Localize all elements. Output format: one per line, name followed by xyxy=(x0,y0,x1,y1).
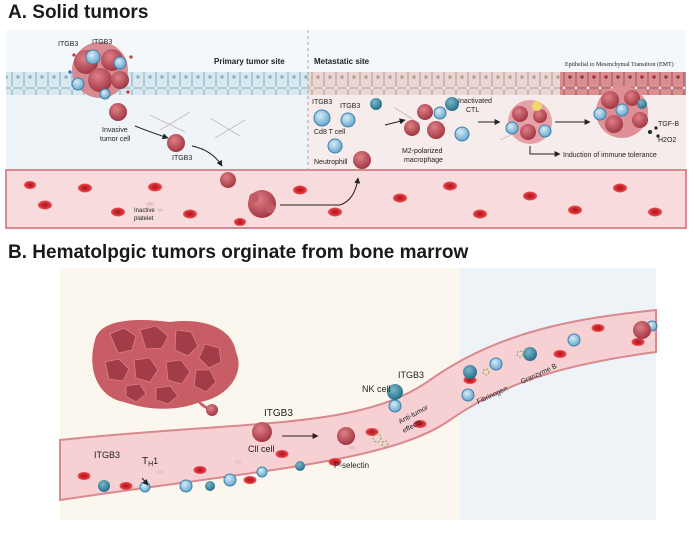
blood-vessel-b xyxy=(59,308,657,502)
itgb3-label: ITGB3 xyxy=(340,103,360,110)
th1-label: TH1 xyxy=(142,456,158,468)
invasion-arrow xyxy=(134,125,169,140)
inactivated-label-1: Inactivated xyxy=(458,98,492,105)
itgb3-label: ITGB3 xyxy=(92,39,112,46)
extravasation-arrow xyxy=(280,177,361,206)
cytokine-granules xyxy=(372,350,524,448)
cll-label: Cll cell xyxy=(248,444,275,454)
emt-label: Epithelial to Mesenchymal Transition (EM… xyxy=(565,61,674,68)
panel-a-diagram: ITGB3 ITGB3 Primary tumor site Metastati… xyxy=(5,30,687,230)
neutrophil-label: Neutrophill xyxy=(314,159,348,166)
itgb3-cll-label: ITGB3 xyxy=(264,408,293,419)
blood-vessel-a xyxy=(5,169,687,229)
primary-stroma xyxy=(6,95,308,170)
metastatic-immune-cells xyxy=(313,97,470,154)
itgb3-label: ITGB3 xyxy=(172,155,192,162)
nk-cell xyxy=(387,384,403,400)
cd8-label: Cd8 T cell xyxy=(314,129,346,136)
tolerance-arrow xyxy=(529,146,561,157)
panel-a-title: A. Solid tumors xyxy=(8,2,149,23)
p-selectin-label: P-selectin xyxy=(334,461,369,470)
h2o2-label: H2O2 xyxy=(658,137,676,144)
panel-a-labels: ITGB3 ITGB3 Primary tumor site Metastati… xyxy=(58,39,679,222)
panel-b-diagram: ITGB3 TH1 ITGB3 Cll cell P-selectin ITGB… xyxy=(59,268,658,520)
platelets-b xyxy=(156,446,356,474)
metastatic-epithelium xyxy=(308,72,560,95)
primary-site-label: Primary tumor site xyxy=(214,57,285,66)
inactive-label-2: platelet xyxy=(134,216,154,222)
primary-tumor-cluster xyxy=(68,42,133,100)
cll-cell xyxy=(252,422,272,442)
adherent-tumor-cell xyxy=(337,427,355,445)
red-blood-cells-b xyxy=(77,324,645,490)
inactivated-label-2: CTL xyxy=(466,107,479,114)
nk-label: NK cell xyxy=(362,384,391,394)
panel-b-title: B. Hematolpgic tumors orginate from bone… xyxy=(8,242,469,263)
metastatic-cluster-2 xyxy=(593,86,660,138)
itgb3-left-label: ITGB3 xyxy=(94,450,120,460)
invasive-label-1: Invasive xyxy=(102,127,128,134)
invasive-label-2: tumor cell xyxy=(100,136,131,143)
inactive-label-1: Inactive xyxy=(134,208,155,214)
m2-label-2: macrophage xyxy=(404,157,443,164)
granzyme-cell xyxy=(461,388,475,402)
recruit-arrow xyxy=(384,118,406,126)
emt-epithelium xyxy=(560,72,686,95)
tolerance-label: Induction of immune tolerance xyxy=(563,152,657,159)
intravasation-arrow xyxy=(191,145,223,167)
metastatic-cluster-1 xyxy=(505,100,552,144)
primary-epithelium xyxy=(6,72,308,95)
bone-marrow-tumor-mass xyxy=(92,319,239,416)
itgb3-label: ITGB3 xyxy=(58,41,78,48)
itgb3-nk-label: ITGB3 xyxy=(398,370,424,380)
distal-tumor-cell xyxy=(633,321,651,339)
invasive-tumor-cell xyxy=(109,103,127,121)
red-blood-cells-a xyxy=(24,181,662,226)
th1-arrow xyxy=(141,477,149,486)
circulating-tumor-cells xyxy=(220,151,371,218)
itgb3-label: ITGB3 xyxy=(312,99,332,106)
m2-label-1: M2-polarized xyxy=(402,148,443,155)
tgfb-label: TGF-B xyxy=(658,121,679,128)
metastatic-site-label: Metastatic site xyxy=(314,57,370,66)
migrating-tumor-cell xyxy=(167,134,185,152)
